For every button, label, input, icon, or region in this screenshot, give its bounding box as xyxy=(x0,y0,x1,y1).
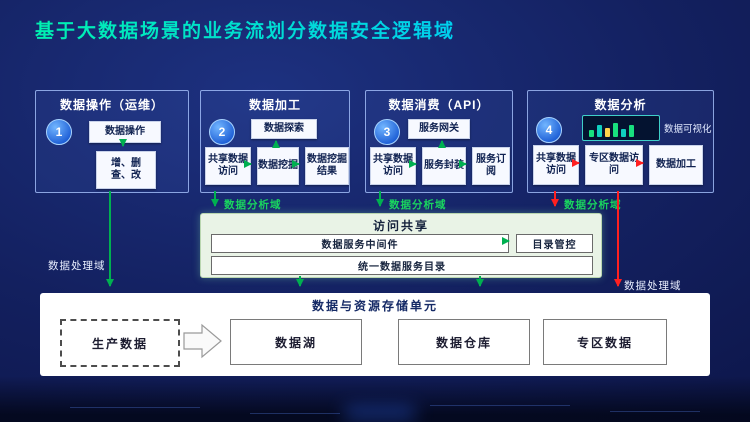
viz-bar xyxy=(621,129,626,137)
access-sharing-container: 访问共享 数据服务中间件 目录管控 统一数据服务目录 xyxy=(200,213,602,278)
storage-unit-container: 数据与资源存储单元 生产数据 数据湖 数据仓库 专区数据 xyxy=(40,293,710,376)
circuit-line xyxy=(70,407,200,408)
box-zone-data: 专区数据 xyxy=(543,319,667,365)
box-mining-result: 数据挖掘结果 xyxy=(305,147,349,185)
access-sharing-title: 访问共享 xyxy=(372,219,429,233)
step-4-badge: 4 xyxy=(536,117,562,143)
circuit-line xyxy=(610,411,700,412)
box-catalog-control: 目录管控 xyxy=(516,234,593,253)
circuit-line xyxy=(430,405,570,406)
box-crud-line2: 查、改 xyxy=(111,170,141,181)
box-service-packaging: 服务封装 xyxy=(422,147,466,185)
box-production-data: 生产数据 xyxy=(60,319,180,367)
box-zone-access: 专区数据访问 xyxy=(585,145,643,185)
panel-data-operations: 数据操作（运维） 1 数据操作 增、删 查、改 xyxy=(35,90,189,193)
label-processing-domain-left: 数据处理域 xyxy=(48,260,106,272)
viz-bar xyxy=(597,125,602,137)
panel-data-analysis-title: 数据分析 xyxy=(594,98,647,112)
box-data-lake: 数据湖 xyxy=(230,319,362,365)
box-shared-access-4: 共享数据访问 xyxy=(533,145,579,185)
step-3-badge: 3 xyxy=(374,119,400,145)
circuit-glow xyxy=(345,408,415,418)
box-data-mining: 数据挖掘 xyxy=(257,147,299,185)
label-processing-domain-right: 数据处理域 xyxy=(624,280,682,292)
label-analysis-domain-1: 数据分析域 xyxy=(224,199,282,211)
storage-unit-title: 数据与资源存储单元 xyxy=(311,299,438,313)
box-service-subscription: 服务订阅 xyxy=(472,147,510,185)
panel-data-consumption-title: 数据消费（API） xyxy=(388,98,490,112)
viz-bar xyxy=(605,128,610,137)
dashboard-screen-icon xyxy=(582,115,660,141)
panel-data-processing-title: 数据加工 xyxy=(248,98,301,112)
box-crud-line1: 增、删 xyxy=(111,157,141,169)
box-data-operation: 数据操作 xyxy=(89,121,161,143)
box-service-gateway: 服务网关 xyxy=(408,119,470,139)
box-crud: 增、删 查、改 xyxy=(96,151,156,189)
step-1-badge: 1 xyxy=(46,119,72,145)
panel-data-operations-title: 数据操作（运维） xyxy=(59,98,164,112)
viz-bar xyxy=(629,125,634,137)
viz-label: 数据可视化 xyxy=(664,124,712,135)
box-data-warehouse: 数据仓库 xyxy=(398,319,530,365)
box-data-explore: 数据探索 xyxy=(251,119,317,139)
slide-title: 基于大数据场景的业务流划分数据安全逻辑域 xyxy=(35,16,455,43)
box-unified-data-service-catalog: 统一数据服务目录 xyxy=(211,256,593,275)
step-2-badge: 2 xyxy=(209,119,235,145)
box-shared-access-3: 共享数据访问 xyxy=(370,147,416,185)
box-data-service-middleware: 数据服务中间件 xyxy=(211,234,509,253)
box-data-processing-4: 数据加工 xyxy=(649,145,703,185)
panel-data-processing: 数据加工 2 数据探索 共享数据访问 数据挖掘 数据挖掘结果 xyxy=(200,90,350,193)
viz-bar xyxy=(613,123,618,137)
label-analysis-domain-3: 数据分析域 xyxy=(564,199,622,211)
panel-data-consumption: 数据消费（API） 3 服务网关 共享数据访问 服务封装 服务订阅 xyxy=(365,90,513,193)
label-analysis-domain-2: 数据分析域 xyxy=(389,199,447,211)
circuit-line xyxy=(250,413,340,414)
box-shared-access-2: 共享数据访问 xyxy=(205,147,251,185)
panel-data-analysis: 数据分析 4 数据可视化 共享数据访问 专区数据访问 数据加工 xyxy=(527,90,714,193)
viz-bar xyxy=(589,130,594,137)
